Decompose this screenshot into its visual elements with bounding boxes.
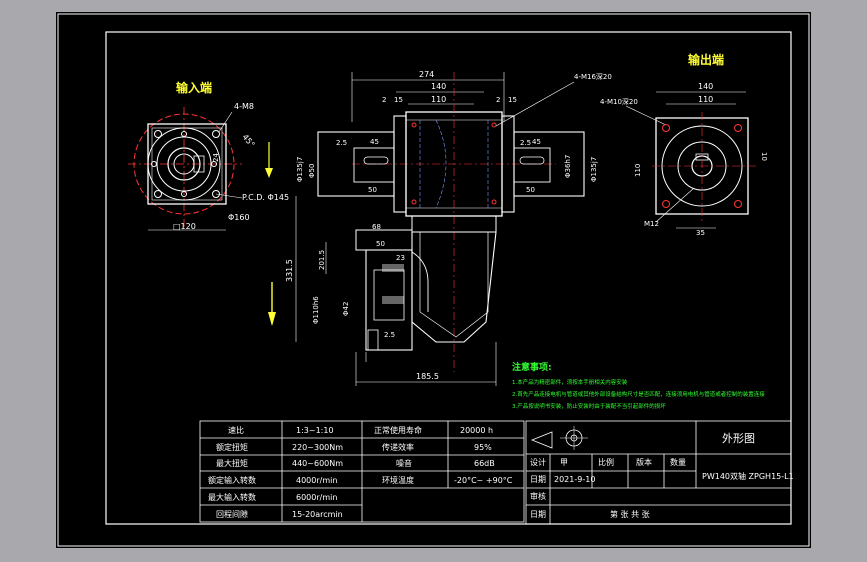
dim-10: 10	[760, 152, 768, 161]
dim-50a: 50	[368, 186, 377, 194]
dim-2-5b: 2.5	[520, 139, 531, 147]
dim-phi36h7: Φ36h7	[564, 155, 572, 178]
outer-border	[57, 13, 810, 547]
label-date2: 日期	[530, 510, 546, 519]
label-output-end: 输出端	[688, 52, 724, 67]
spec-cell: 额定扭矩	[216, 442, 248, 452]
dim-phi50: Φ50	[308, 164, 316, 178]
notes-block: 注意事项: 1.本产品为精密部件，须按本手册相关内容安装 2.首先产品连接电机与…	[512, 361, 765, 410]
label-date: 日期	[530, 475, 546, 484]
dim-185-5: 185.5	[416, 372, 439, 381]
dim-45deg: 45°	[240, 133, 256, 150]
dim-331-5: 331.5	[285, 259, 294, 282]
spec-cell: 环境温度	[382, 475, 414, 485]
title-block	[525, 420, 792, 525]
dim-110b: 110	[698, 95, 713, 104]
spec-cell: 95%	[474, 443, 492, 452]
dim-201-5: 201.5	[318, 250, 326, 270]
dim-2-5a: 2.5	[336, 139, 347, 147]
label-input-end: 输入端	[176, 80, 212, 95]
title-block-text: 外形图 PW140双轴 ZPGH15-L1 设计 甲 日期 2021-9-10 …	[530, 432, 794, 519]
dim-15b: 15	[508, 96, 517, 104]
spec-cell: 66dB	[474, 459, 495, 468]
note-item: 3.产品按说明书安装，防止安装时由于装配不当引起部件的损坏	[512, 402, 666, 410]
label-design: 设计	[530, 457, 546, 467]
drawing-sheet: 输入端 □120 4-M8 45° P.C.D. Φ145 Φ160	[56, 12, 811, 548]
dim-phi135j7b: Φ135j7	[590, 157, 598, 182]
note-item: 1.本产品为精密部件，须按本手册相关内容安装	[512, 378, 628, 386]
date-value: 2021-9-10	[554, 475, 595, 484]
dim-45a: 45	[370, 138, 379, 146]
spec-cell: 最大输入转数	[208, 492, 256, 502]
spec-cell: 1:3~1:10	[296, 426, 334, 435]
model-number: PW140双轴 ZPGH15-L1	[702, 471, 794, 481]
spec-cell: 20000 h	[460, 426, 493, 435]
spec-table	[199, 420, 525, 523]
notes-title: 注意事项:	[512, 361, 552, 373]
designer: 甲	[560, 458, 568, 467]
dim-24: 24	[212, 153, 220, 162]
dim-68: 68	[372, 223, 381, 231]
spec-cell: 传递效率	[382, 442, 414, 452]
note-item: 2.首先产品连接电机与管道或其他外部设备结构尺寸是否匹配，连接须用电机与管道或者…	[512, 390, 765, 398]
spec-cell: 回程间隙	[216, 509, 248, 519]
spec-table-text: 速比 1:3~1:10 正常使用寿命 20000 h 额定扭矩 220~300N…	[208, 425, 513, 519]
dim-2b: 2	[496, 96, 500, 104]
spec-cell: 6000r/min	[296, 493, 337, 502]
dim-phi110h6: Φ110h6	[312, 296, 320, 324]
dim-m8: 4-M8	[234, 102, 254, 111]
spec-cell: 4000r/min	[296, 476, 337, 485]
dim-45b: 45	[532, 138, 541, 146]
dim-2a: 2	[382, 96, 386, 104]
dim-23: 23	[396, 254, 405, 262]
spec-cell: -20°C~ +90°C	[454, 476, 513, 485]
inner-border	[105, 31, 792, 525]
dim-m12: M12	[644, 220, 659, 228]
spec-cell: 440~600Nm	[292, 459, 343, 468]
spec-cell: 最大扭矩	[216, 458, 248, 468]
input-end-view: 输入端 □120 4-M8 45° P.C.D. Φ145 Φ160	[128, 80, 289, 231]
sheet-info: 第 张 共 张	[610, 509, 650, 519]
main-view: 274 140 110 2 15 2 15 2.5 45 50 Φ135j7	[268, 70, 612, 386]
dim-phi160: Φ160	[228, 213, 250, 222]
dim-pcd: P.C.D. Φ145	[242, 193, 289, 202]
dim-15a: 15	[394, 96, 403, 104]
dim-140b: 140	[698, 82, 713, 91]
dim-50b: 50	[526, 186, 535, 194]
spec-cell: 噪音	[396, 458, 412, 468]
output-end-view: 输出端 140 110 4-M10深20 110 10 M12 35	[600, 52, 768, 237]
spec-cell: 额定输入转数	[208, 475, 256, 485]
dim-50c: 50	[376, 240, 385, 248]
label-qty: 数量	[670, 457, 686, 467]
label-scale: 比例	[598, 457, 614, 467]
dim-274: 274	[419, 70, 434, 79]
dim-110a: 110	[431, 95, 446, 104]
dim-140a: 140	[431, 82, 446, 91]
dim-35: 35	[696, 229, 705, 237]
spec-cell: 速比	[228, 425, 244, 435]
label-version: 版本	[636, 457, 652, 467]
dim-m10: 4-M10深20	[600, 97, 638, 106]
drawing-name: 外形图	[722, 432, 755, 445]
dim-m16: 4-M16深20	[574, 72, 612, 81]
cad-drawing: 输入端 □120 4-M8 45° P.C.D. Φ145 Φ160	[57, 13, 810, 547]
dim-110c: 110	[634, 164, 642, 177]
spec-cell: 正常使用寿命	[374, 425, 422, 435]
spec-cell: 220~300Nm	[292, 443, 343, 452]
label-review: 审核	[530, 491, 546, 501]
dim-2-5c: 2.5	[384, 331, 395, 339]
dim-phi135j7a: Φ135j7	[296, 157, 304, 182]
dim-phi42: Φ42	[342, 302, 350, 316]
dim-120: □120	[173, 222, 196, 231]
spec-cell: 15-20arcmin	[292, 510, 343, 519]
